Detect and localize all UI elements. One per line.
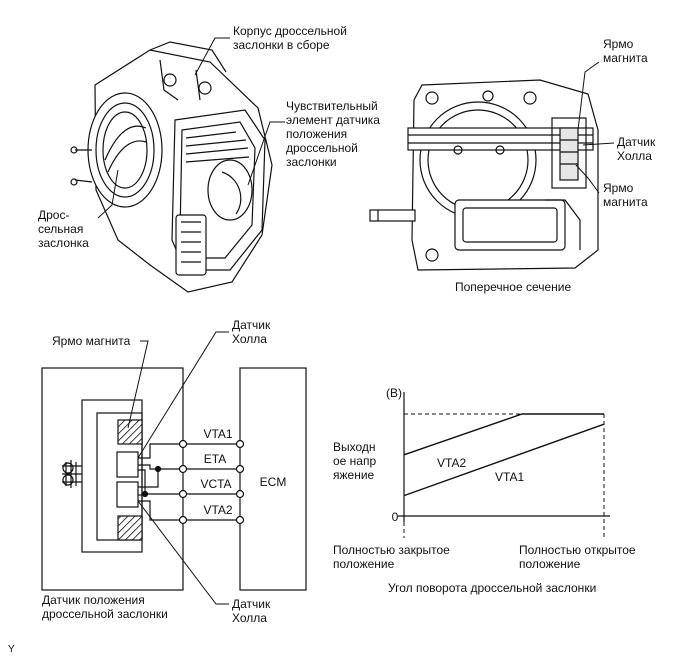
hall-sensor-top (116, 451, 139, 478)
ecm-box (239, 367, 307, 591)
series-line-vta1 (403, 423, 605, 497)
sensor-schematic (41, 367, 307, 591)
shaft-coil (62, 460, 82, 488)
leader-lines-schematic (127, 331, 229, 605)
label-hall-sensor: Датчик Холла (617, 135, 656, 163)
ecm-label: ECM (260, 475, 287, 489)
label-hall-bottom: Датчик Холла (232, 597, 271, 625)
label-sensor-element: Чувствительный элемент датчика положения… (286, 99, 380, 169)
label-yoke-top: Ярмо магнита (603, 37, 648, 65)
signal-vcta: VCTA (200, 477, 231, 491)
chart-x-tick-right: Полностью открытое положение (519, 543, 636, 571)
label-hall-top: Датчик Холла (232, 318, 271, 346)
cross-section-illustration (369, 79, 599, 271)
chart-x-tick-left: Полностью закрытое положение (333, 543, 450, 571)
magnet-yoke-bottom (117, 515, 143, 541)
chart-xlabel: Угол поворота дроссельной заслонки (388, 581, 597, 595)
chart-y-unit: (B) (386, 386, 402, 400)
chart-ylabel: Выходн ое напр яжение (333, 440, 377, 482)
series-line-vta2 (403, 413, 604, 456)
throttle-body-illustration (70, 41, 273, 293)
magnet-yoke-top (117, 419, 143, 445)
signal-vta1: VTA1 (203, 427, 232, 441)
leader-lines-top (97, 37, 615, 219)
label-tps-name: Датчик положения дроссельной заслонки (42, 593, 168, 621)
series-label-vta1: VTA1 (495, 470, 524, 484)
label-throttle-body: Корпус дроссельной заслонки в сборе (233, 24, 347, 52)
output-chart: (B) 0 VTA2 VTA1 (386, 386, 610, 538)
signal-eta: ETA (204, 452, 226, 466)
signal-vta2: VTA2 (203, 503, 232, 517)
hall-sensor-bottom (116, 481, 139, 508)
label-cross-section: Поперечное сечение (455, 280, 572, 294)
chart-y-zero: 0 (392, 510, 399, 524)
figure-code: Y (8, 644, 15, 655)
series-label-vta2: VTA2 (437, 456, 466, 470)
label-yoke-bottom: Ярмо магнита (603, 181, 648, 209)
label-yoke-magnet: Ярмо магнита (52, 334, 131, 348)
label-throttle-valve: Дрос- сельная заслонка (38, 208, 89, 250)
